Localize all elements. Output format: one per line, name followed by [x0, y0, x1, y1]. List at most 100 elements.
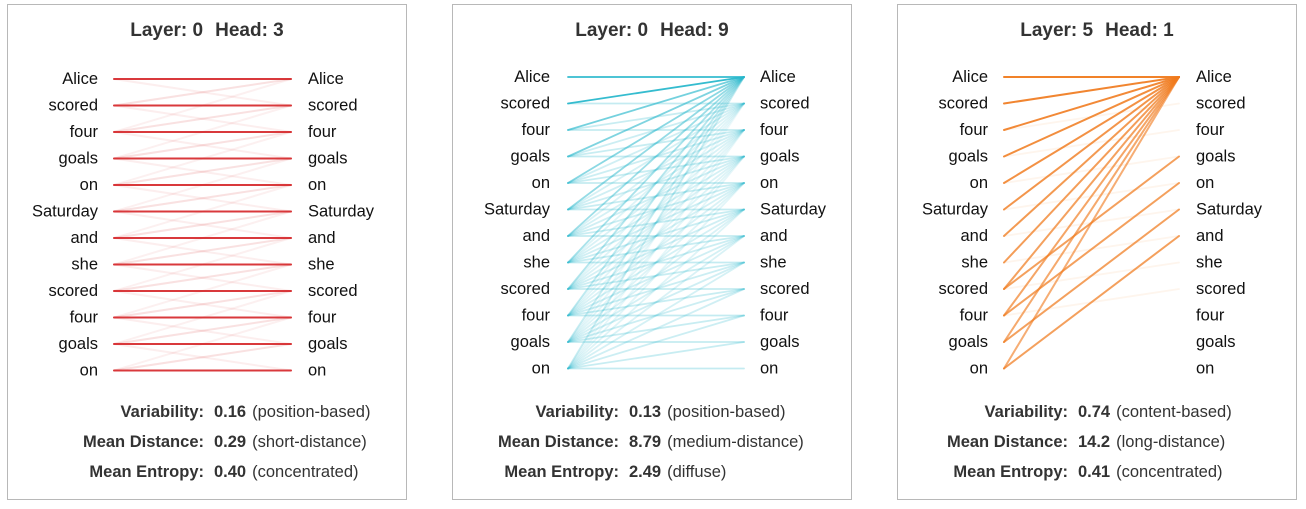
attention-line	[567, 102, 745, 237]
source-token: on	[532, 360, 550, 378]
attention-line-offset	[1003, 182, 1180, 317]
layer-label: Layer: 0	[575, 20, 649, 41]
stat-value: 0.41	[1078, 463, 1111, 481]
attention-line	[567, 182, 745, 370]
head-label: Head: 9	[660, 20, 729, 41]
attention-line-faint	[113, 104, 292, 133]
target-token: scored	[1196, 95, 1246, 113]
target-token: on	[1196, 360, 1214, 378]
source-token: Saturday	[484, 201, 551, 219]
stat-mean-distance: Mean Distance: 14.2(long-distance)	[898, 429, 1296, 455]
attention-line	[567, 208, 745, 237]
target-token: Alice	[1196, 68, 1232, 86]
attention-line	[567, 76, 745, 184]
attention-line	[567, 76, 745, 343]
stat-mean-distance: Mean Distance: 8.79(medium-distance)	[453, 429, 851, 455]
stat-value: 0.16	[214, 403, 247, 421]
source-token: scored	[938, 95, 988, 113]
attention-line	[567, 129, 745, 237]
attention-line-faint	[113, 237, 292, 266]
stat-variability: Variability: 0.13(position-based)	[453, 399, 851, 425]
source-token: scored	[500, 95, 550, 113]
layer-label: Layer: 5	[1020, 20, 1094, 41]
attention-line	[567, 102, 745, 290]
target-token: Saturday	[760, 201, 827, 219]
stat-description: (diffuse)	[667, 463, 727, 481]
stat-label: Variability:	[120, 403, 204, 421]
attention-line	[567, 182, 745, 237]
source-token: Saturday	[32, 203, 99, 221]
target-token: goals	[308, 150, 347, 168]
stat-description: (long-distance)	[1116, 433, 1226, 451]
stat-label: Variability:	[984, 403, 1068, 421]
stat-value: 0.40	[214, 463, 247, 481]
target-token: goals	[308, 335, 347, 353]
source-token: four	[960, 307, 989, 325]
attention-line	[567, 76, 745, 105]
attention-line-faint	[113, 78, 292, 107]
target-token: and	[760, 227, 788, 245]
attention-line	[567, 261, 745, 370]
attention-line	[567, 129, 745, 264]
target-token: goals	[760, 148, 799, 166]
source-token: she	[961, 254, 988, 272]
attention-line	[567, 102, 745, 211]
attention-line	[567, 208, 745, 343]
attention-line	[567, 182, 745, 290]
stat-variability: Variability: 0.16 (position-based)	[8, 399, 406, 425]
attention-line	[567, 155, 745, 290]
attention-line	[567, 129, 745, 211]
attention-line	[567, 341, 745, 370]
target-token: on	[760, 360, 778, 378]
source-token: on	[80, 362, 98, 380]
attention-line	[567, 155, 745, 317]
attention-line-first	[1003, 76, 1180, 317]
source-token: four	[522, 307, 551, 325]
target-token: Saturday	[1196, 201, 1263, 219]
attention-line-faint	[113, 210, 292, 239]
attention-line-first	[1003, 76, 1180, 105]
attention-line-faint	[113, 78, 292, 133]
source-token: goals	[949, 333, 988, 351]
stat-description: (concentrated)	[252, 463, 359, 481]
target-token: four	[1196, 307, 1225, 325]
attention-line-faint	[113, 263, 292, 292]
attention-line	[567, 261, 745, 317]
target-token: she	[760, 254, 787, 272]
source-token: goals	[511, 148, 550, 166]
attention-line-faint	[113, 263, 292, 292]
stat-description: (concentrated)	[1116, 463, 1223, 481]
target-token: on	[760, 174, 778, 192]
attention-line-faint	[113, 157, 292, 186]
attention-line-faint	[113, 237, 292, 266]
attention-line-faint	[113, 237, 292, 292]
attention-line	[567, 76, 745, 317]
source-token: goals	[949, 148, 988, 166]
attention-line-faint	[113, 316, 292, 372]
attention-line-faint	[113, 104, 292, 160]
attention-line-first	[1003, 76, 1180, 264]
attention-line-faint	[113, 343, 292, 372]
attention-line-faint	[113, 131, 292, 160]
stat-mean-entropy: Mean Entropy: 0.40(concentrated)	[8, 459, 406, 485]
target-token: scored	[1196, 280, 1246, 298]
target-token: on	[1196, 174, 1214, 192]
source-token: four	[960, 121, 989, 139]
stat-description: (position-based)	[667, 403, 786, 421]
attention-line	[567, 208, 745, 290]
target-token: she	[308, 256, 335, 274]
attention-line	[567, 235, 745, 317]
attention-line-first	[1003, 76, 1180, 237]
stat-description: (position-based)	[252, 403, 371, 421]
attention-line	[567, 235, 745, 370]
attention-line	[567, 129, 745, 370]
attention-line	[567, 314, 745, 343]
source-token: scored	[500, 280, 550, 298]
attention-line	[567, 182, 745, 211]
